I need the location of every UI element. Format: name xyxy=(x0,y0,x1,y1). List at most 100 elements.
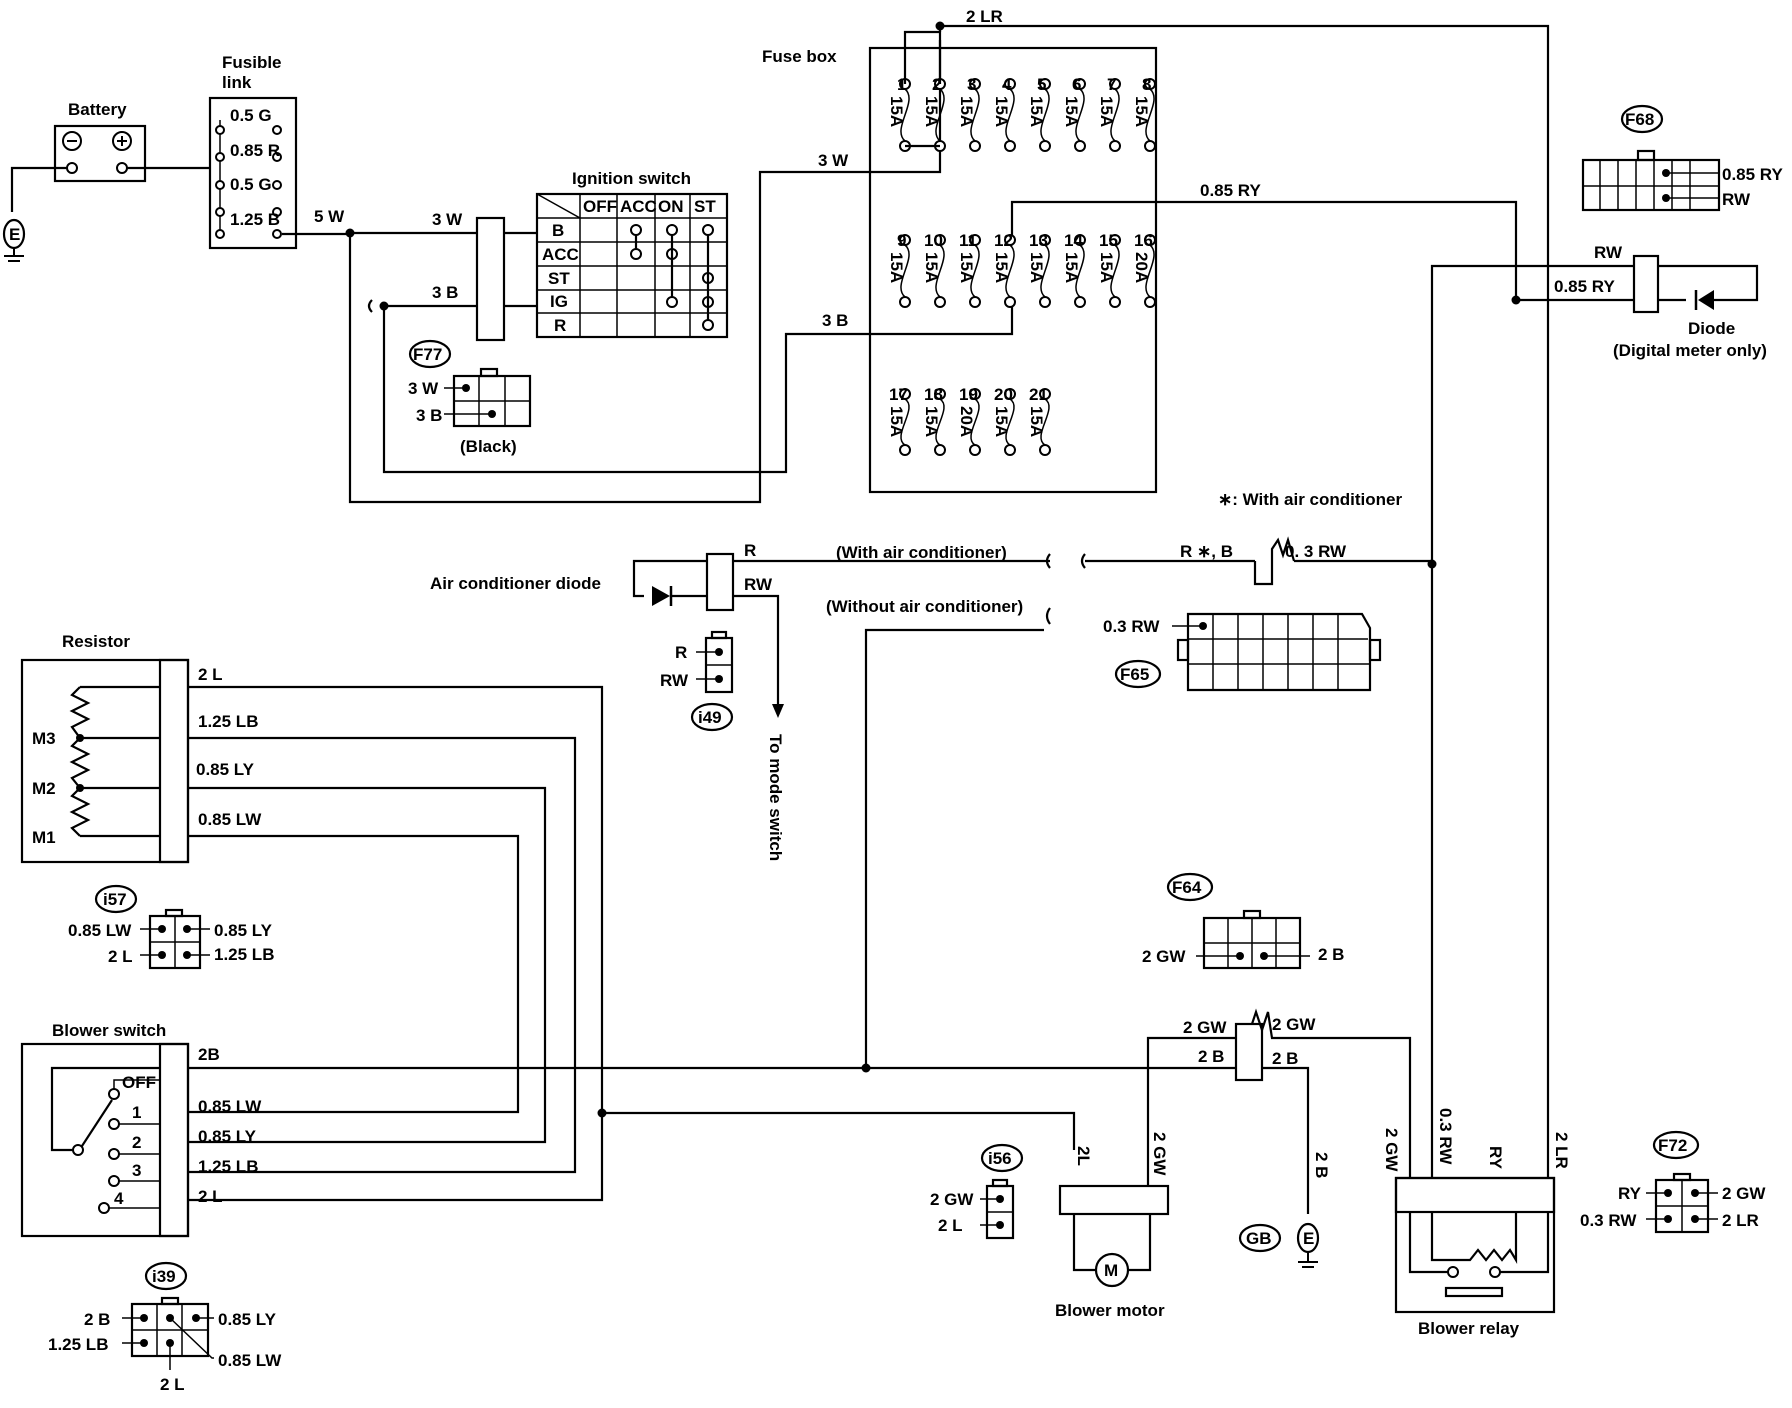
svg-text:2 B: 2 B xyxy=(1318,945,1344,964)
fuse-terminal xyxy=(969,78,981,90)
svg-text:2 L: 2 L xyxy=(160,1375,185,1394)
fuse-element xyxy=(900,398,910,446)
svg-text:2 L: 2 L xyxy=(938,1216,963,1235)
fuse-element xyxy=(970,398,980,446)
fuse-terminal xyxy=(1074,78,1086,90)
fuse-element xyxy=(1005,398,1015,446)
fuse-terminal xyxy=(1039,296,1051,308)
svg-text:2 B: 2 B xyxy=(1272,1049,1298,1068)
svg-text:0.3 RW: 0.3 RW xyxy=(1436,1108,1455,1165)
svg-text:RY: RY xyxy=(1618,1184,1642,1203)
fuse-number: 11 xyxy=(959,231,977,250)
svg-text:i56: i56 xyxy=(988,1149,1012,1168)
svg-text:2 B: 2 B xyxy=(84,1310,110,1329)
fuse-terminal xyxy=(1109,296,1121,308)
svg-text:(Black): (Black) xyxy=(460,437,517,456)
svg-text:3 B: 3 B xyxy=(432,283,458,302)
fusible-link: Fusible link 0.5 G 0.85 R 0.5 G 1.25 B xyxy=(208,53,298,250)
fuse-number: 16 xyxy=(1134,231,1153,250)
svg-text:2 GW: 2 GW xyxy=(930,1190,974,1209)
connector-i57: i57 0.85 LW 2 L 0.85 LY 1.25 LB xyxy=(68,884,274,970)
svg-text:ST: ST xyxy=(694,197,716,216)
fuse-terminal xyxy=(1004,234,1016,246)
fuse-element xyxy=(970,88,980,142)
svg-text:3: 3 xyxy=(132,1161,141,1180)
fuse-terminal xyxy=(934,234,946,246)
svg-text:link: link xyxy=(222,73,252,92)
svg-text:0.3 RW: 0.3 RW xyxy=(1103,617,1160,636)
fuse-terminal xyxy=(1039,388,1051,400)
fuse-element xyxy=(900,244,910,298)
svg-text:RW: RW xyxy=(660,671,689,690)
blower-relay xyxy=(1394,1176,1556,1314)
svg-text:IG: IG xyxy=(550,292,568,311)
fuse-terminal xyxy=(1074,140,1086,152)
svg-text:ACC: ACC xyxy=(542,245,579,264)
fuse-terminal xyxy=(899,296,911,308)
fuse-number: 18 xyxy=(924,385,943,404)
fuse-terminal xyxy=(1109,234,1121,246)
svg-text:0.85 LY: 0.85 LY xyxy=(196,760,255,779)
fuse-rating: 15A xyxy=(957,252,976,283)
svg-text:ACC: ACC xyxy=(620,197,657,216)
svg-text:3 W: 3 W xyxy=(432,210,463,229)
svg-text:2 GW: 2 GW xyxy=(1142,947,1186,966)
svg-text:1.25 LB: 1.25 LB xyxy=(198,1157,258,1176)
fuse-rating: 15A xyxy=(1097,96,1116,127)
svg-text:F68: F68 xyxy=(1625,110,1654,129)
svg-text:Resistor: Resistor xyxy=(62,632,130,651)
fuse-element xyxy=(1040,88,1050,142)
fuse-rating: 15A xyxy=(992,96,1011,127)
svg-text:F65: F65 xyxy=(1120,665,1149,684)
fuse-rating: 15A xyxy=(1062,96,1081,127)
fuse-terminal xyxy=(969,296,981,308)
fuse-rating: 15A xyxy=(922,96,941,127)
svg-text:RW: RW xyxy=(744,575,773,594)
fuse-terminal xyxy=(934,388,946,400)
svg-text:3 B: 3 B xyxy=(416,406,442,425)
svg-text:Blower relay: Blower relay xyxy=(1418,1319,1520,1338)
fuse-terminal xyxy=(1144,78,1156,90)
svg-text:0.5 G: 0.5 G xyxy=(230,106,272,125)
connector-f68: F68 0.85 RY RW xyxy=(1581,104,1783,212)
svg-text:M3: M3 xyxy=(32,729,56,748)
fuse-number: 19 xyxy=(959,385,978,404)
fuse-rating: 15A xyxy=(1027,406,1046,437)
svg-text:0.85 LY: 0.85 LY xyxy=(198,1127,257,1146)
fuse-element xyxy=(1075,244,1085,298)
fuse-terminal xyxy=(1074,234,1086,246)
fuse-rating: 15A xyxy=(922,406,941,437)
fuse-number: 20 xyxy=(994,385,1013,404)
svg-text:2 L: 2 L xyxy=(198,665,223,684)
svg-text:0.85 LW: 0.85 LW xyxy=(198,1097,262,1116)
fuse-terminal xyxy=(934,296,946,308)
blower-switch: Blower switch OFF 1 2 3 4 xyxy=(20,1021,190,1238)
fuse-number: 8 xyxy=(1142,75,1151,94)
svg-text:2 L: 2 L xyxy=(198,1187,223,1206)
svg-text:2 LR: 2 LR xyxy=(1722,1211,1759,1230)
svg-text:OFF: OFF xyxy=(583,197,617,216)
diode-icon xyxy=(1694,290,1714,310)
fuse-terminal xyxy=(899,234,911,246)
battery-label: Battery xyxy=(68,100,127,119)
fuse-rating: 15A xyxy=(922,252,941,283)
fuse-terminal xyxy=(899,444,911,456)
svg-text:0.3 RW: 0.3 RW xyxy=(1580,1211,1637,1230)
fuse-element xyxy=(1040,398,1050,446)
svg-text:2 LR: 2 LR xyxy=(1552,1132,1571,1169)
svg-text:Fuse box: Fuse box xyxy=(762,47,837,66)
fuse-element xyxy=(1075,88,1085,142)
fuse-number: 14 xyxy=(1064,231,1083,250)
svg-text:F72: F72 xyxy=(1658,1136,1687,1155)
fuse-terminal xyxy=(1039,234,1051,246)
